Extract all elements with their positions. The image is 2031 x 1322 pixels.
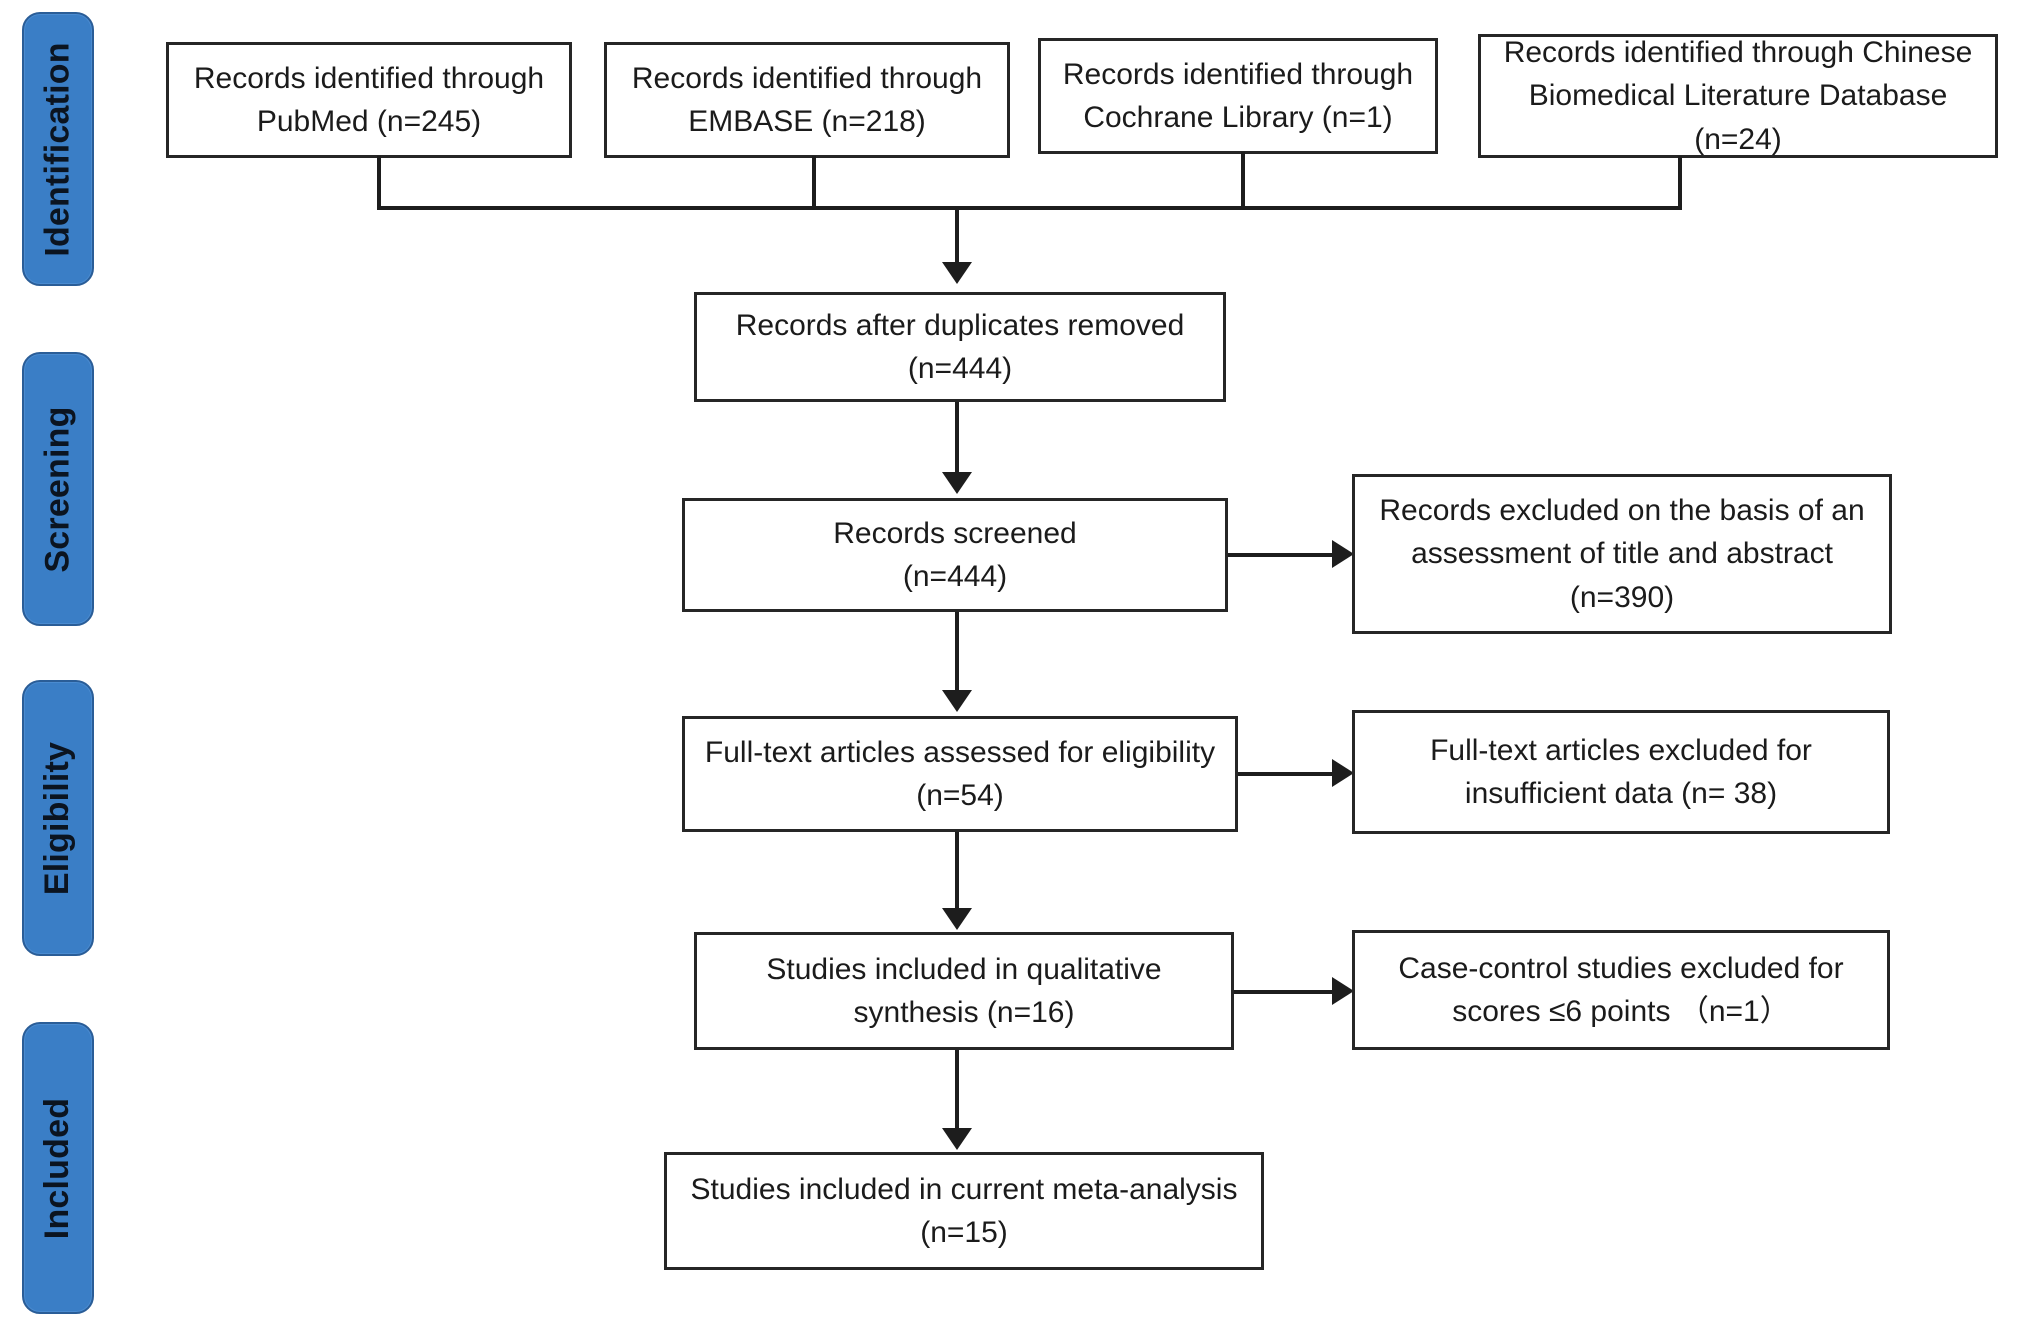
step-box-fulltext-assessed: Full-text articles assessed for eligibil… [682, 716, 1238, 832]
source-box-pubmed-text: Records identified through PubMed (n=245… [193, 61, 545, 139]
stage-bar-identification: Identification [22, 12, 94, 286]
arrow-into-records-excluded [1332, 540, 1354, 568]
stage-label-identification: Identification [38, 41, 77, 257]
step-box-qualitative-synthesis-text: Studies included in qualitative synthesi… [766, 952, 1162, 1030]
arrow-into-case-control-excluded [1332, 977, 1354, 1005]
step-box-duplicates-removed: Records after duplicates removed (n=444) [694, 292, 1226, 402]
connector-pubmed-drop [377, 156, 381, 208]
step-box-meta-analysis: Studies included in current meta-analysi… [664, 1152, 1264, 1270]
source-box-cochrane: Records identified through Cochrane Libr… [1038, 38, 1438, 154]
step-box-records-screened-text: Records screened (n=444) [833, 516, 1077, 594]
stage-label-eligibility: Eligibility [38, 741, 77, 895]
connector-fulltext-to-excluded [1238, 772, 1338, 776]
source-box-pubmed: Records identified through PubMed (n=245… [166, 42, 572, 158]
source-box-cbm-text: Records identified through Chinese Biome… [1503, 35, 1973, 156]
stage-label-included: Included [38, 1097, 77, 1239]
arrow-into-fulltext-excluded [1332, 759, 1354, 787]
source-box-embase-text: Records identified through EMBASE (n=218… [631, 61, 983, 139]
connector-screened-to-excluded [1228, 553, 1338, 557]
step-box-fulltext-assessed-text: Full-text articles assessed for eligibil… [704, 735, 1216, 813]
connector-qualitative-to-excluded [1234, 990, 1338, 994]
stage-bar-screening: Screening [22, 352, 94, 626]
connector-source-bus [377, 206, 1682, 210]
exclusion-box-title-abstract: Records excluded on the basis of an asse… [1352, 474, 1892, 634]
connector-embase-drop [812, 156, 816, 208]
exclusion-box-insufficient-data: Full-text articles excluded for insuffic… [1352, 710, 1890, 834]
exclusion-box-case-control: Case-control studies excluded for scores… [1352, 930, 1890, 1050]
step-box-qualitative-synthesis: Studies included in qualitative synthesi… [694, 932, 1234, 1050]
connector-duplicates-to-screened [955, 402, 959, 478]
arrow-into-meta-analysis [942, 1128, 972, 1150]
connector-bus-to-duplicates [955, 206, 959, 268]
source-box-cochrane-text: Records identified through Cochrane Libr… [1062, 57, 1414, 135]
source-box-cbm: Records identified through Chinese Biome… [1478, 34, 1998, 158]
arrow-into-fulltext-assessed [942, 690, 972, 712]
step-box-records-screened: Records screened (n=444) [682, 498, 1228, 612]
exclusion-box-title-abstract-text: Records excluded on the basis of an asse… [1379, 493, 1865, 614]
connector-screened-to-fulltext [955, 612, 959, 696]
stage-bar-included: Included [22, 1022, 94, 1314]
arrow-into-records-screened [942, 472, 972, 494]
arrow-into-qualitative-synthesis [942, 908, 972, 930]
step-box-duplicates-removed-text: Records after duplicates removed (n=444) [735, 308, 1185, 386]
connector-cbm-drop [1678, 156, 1682, 208]
source-box-embase: Records identified through EMBASE (n=218… [604, 42, 1010, 158]
stage-label-screening: Screening [38, 405, 77, 573]
arrow-into-duplicates-removed [942, 262, 972, 284]
connector-fulltext-to-qualitative [955, 832, 959, 914]
exclusion-box-case-control-text: Case-control studies excluded for scores… [1398, 951, 1844, 1029]
connector-qualitative-to-meta [955, 1050, 959, 1134]
step-box-meta-analysis-text: Studies included in current meta-analysi… [690, 1172, 1238, 1250]
connector-cochrane-drop [1241, 152, 1245, 208]
stage-bar-eligibility: Eligibility [22, 680, 94, 956]
exclusion-box-insufficient-data-text: Full-text articles excluded for insuffic… [1430, 733, 1812, 811]
